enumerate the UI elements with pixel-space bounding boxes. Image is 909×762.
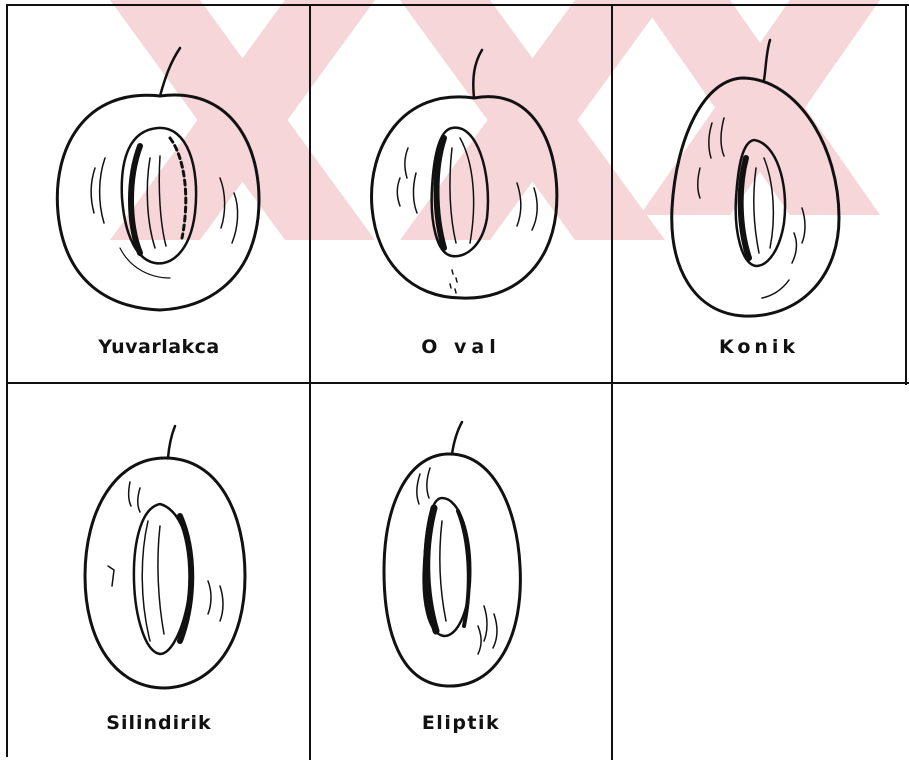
cell-eliptik: Eliptik [312,386,610,760]
cell-oval: O val [312,8,610,380]
shape-label: Yuvarlakca [10,336,308,358]
oval-fruit-drawing [312,8,610,380]
shape-label: Silindirik [10,712,308,734]
shape-label: O val [312,336,610,358]
cell-empty [614,386,906,760]
conical-fruit-drawing [614,8,904,380]
shape-label: Eliptik [312,712,610,734]
shape-label: Konik [614,336,904,358]
elliptic-fruit-drawing [312,386,610,760]
round-fruit-drawing [10,8,308,380]
cell-silindirik: Silindirik [10,386,308,760]
cell-yuvarlakca: Yuvarlakca [10,8,308,380]
cylindrical-fruit-drawing [10,386,308,760]
cell-konik: Konik [614,8,904,380]
